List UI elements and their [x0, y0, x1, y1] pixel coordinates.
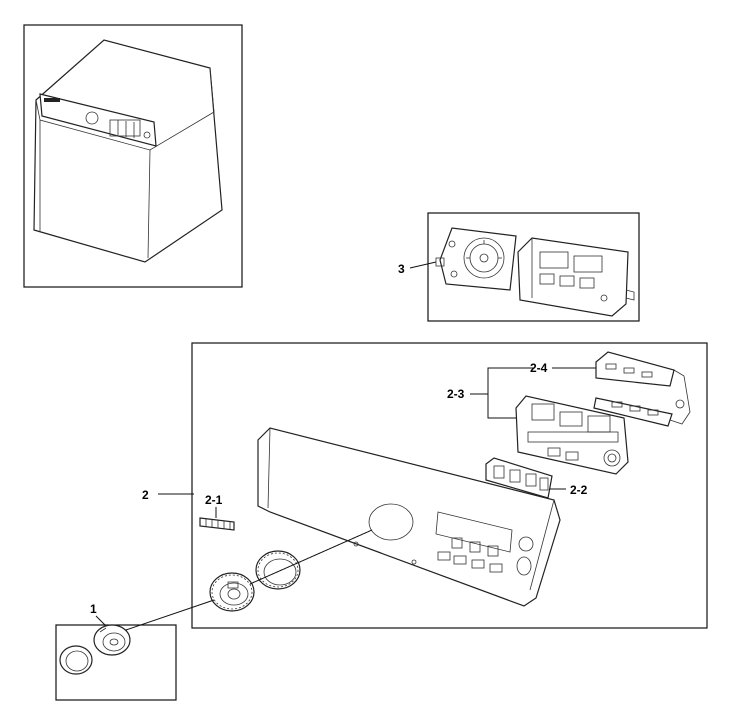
- callout-1: 1: [90, 602, 97, 616]
- washer-cabinet-illustration: [33, 39, 223, 263]
- display-window: [435, 511, 513, 553]
- knob-axis-line: [125, 599, 215, 631]
- washer-overview-panel: [23, 24, 243, 288]
- washer-control-panel: [39, 93, 157, 147]
- control-panel-housing: [257, 427, 561, 607]
- part-3-frame: [427, 212, 640, 322]
- callout-3-leader: [409, 261, 437, 269]
- part-2-frame: [191, 342, 708, 629]
- callout-2-3: 2-3: [447, 387, 465, 401]
- knob-cap: [59, 645, 93, 675]
- brand-badge-mark: [44, 98, 60, 102]
- main-pcb-front-board: [435, 227, 517, 291]
- display-pcb-board: [515, 395, 629, 475]
- dial-decoration-ring: [255, 550, 301, 590]
- callout-2-2: 2-2: [570, 483, 588, 497]
- rotary-encoder-knob: [209, 572, 255, 612]
- knob-group: 1: [55, 599, 215, 701]
- control-panel-assembly-group: 2 2-4: [142, 342, 708, 629]
- callout-2-1: 2-1: [205, 493, 223, 507]
- main-pcb-display-board: [517, 237, 635, 317]
- pcb-assembly-group: 3: [398, 212, 640, 322]
- callout-3: 3: [398, 262, 405, 276]
- callout-2: 2: [142, 488, 149, 502]
- led-lens-strip: [199, 517, 235, 531]
- callout-2-4: 2-4: [530, 361, 548, 375]
- pcb-holder-bracket: [593, 351, 691, 427]
- assembly-axis-line: [249, 529, 373, 585]
- dial-opening: [368, 503, 414, 541]
- knob-body: [93, 624, 131, 656]
- callout-2-3-bracket: [487, 367, 490, 419]
- button-switch-strip: [485, 457, 553, 499]
- overview-frame: [23, 24, 243, 288]
